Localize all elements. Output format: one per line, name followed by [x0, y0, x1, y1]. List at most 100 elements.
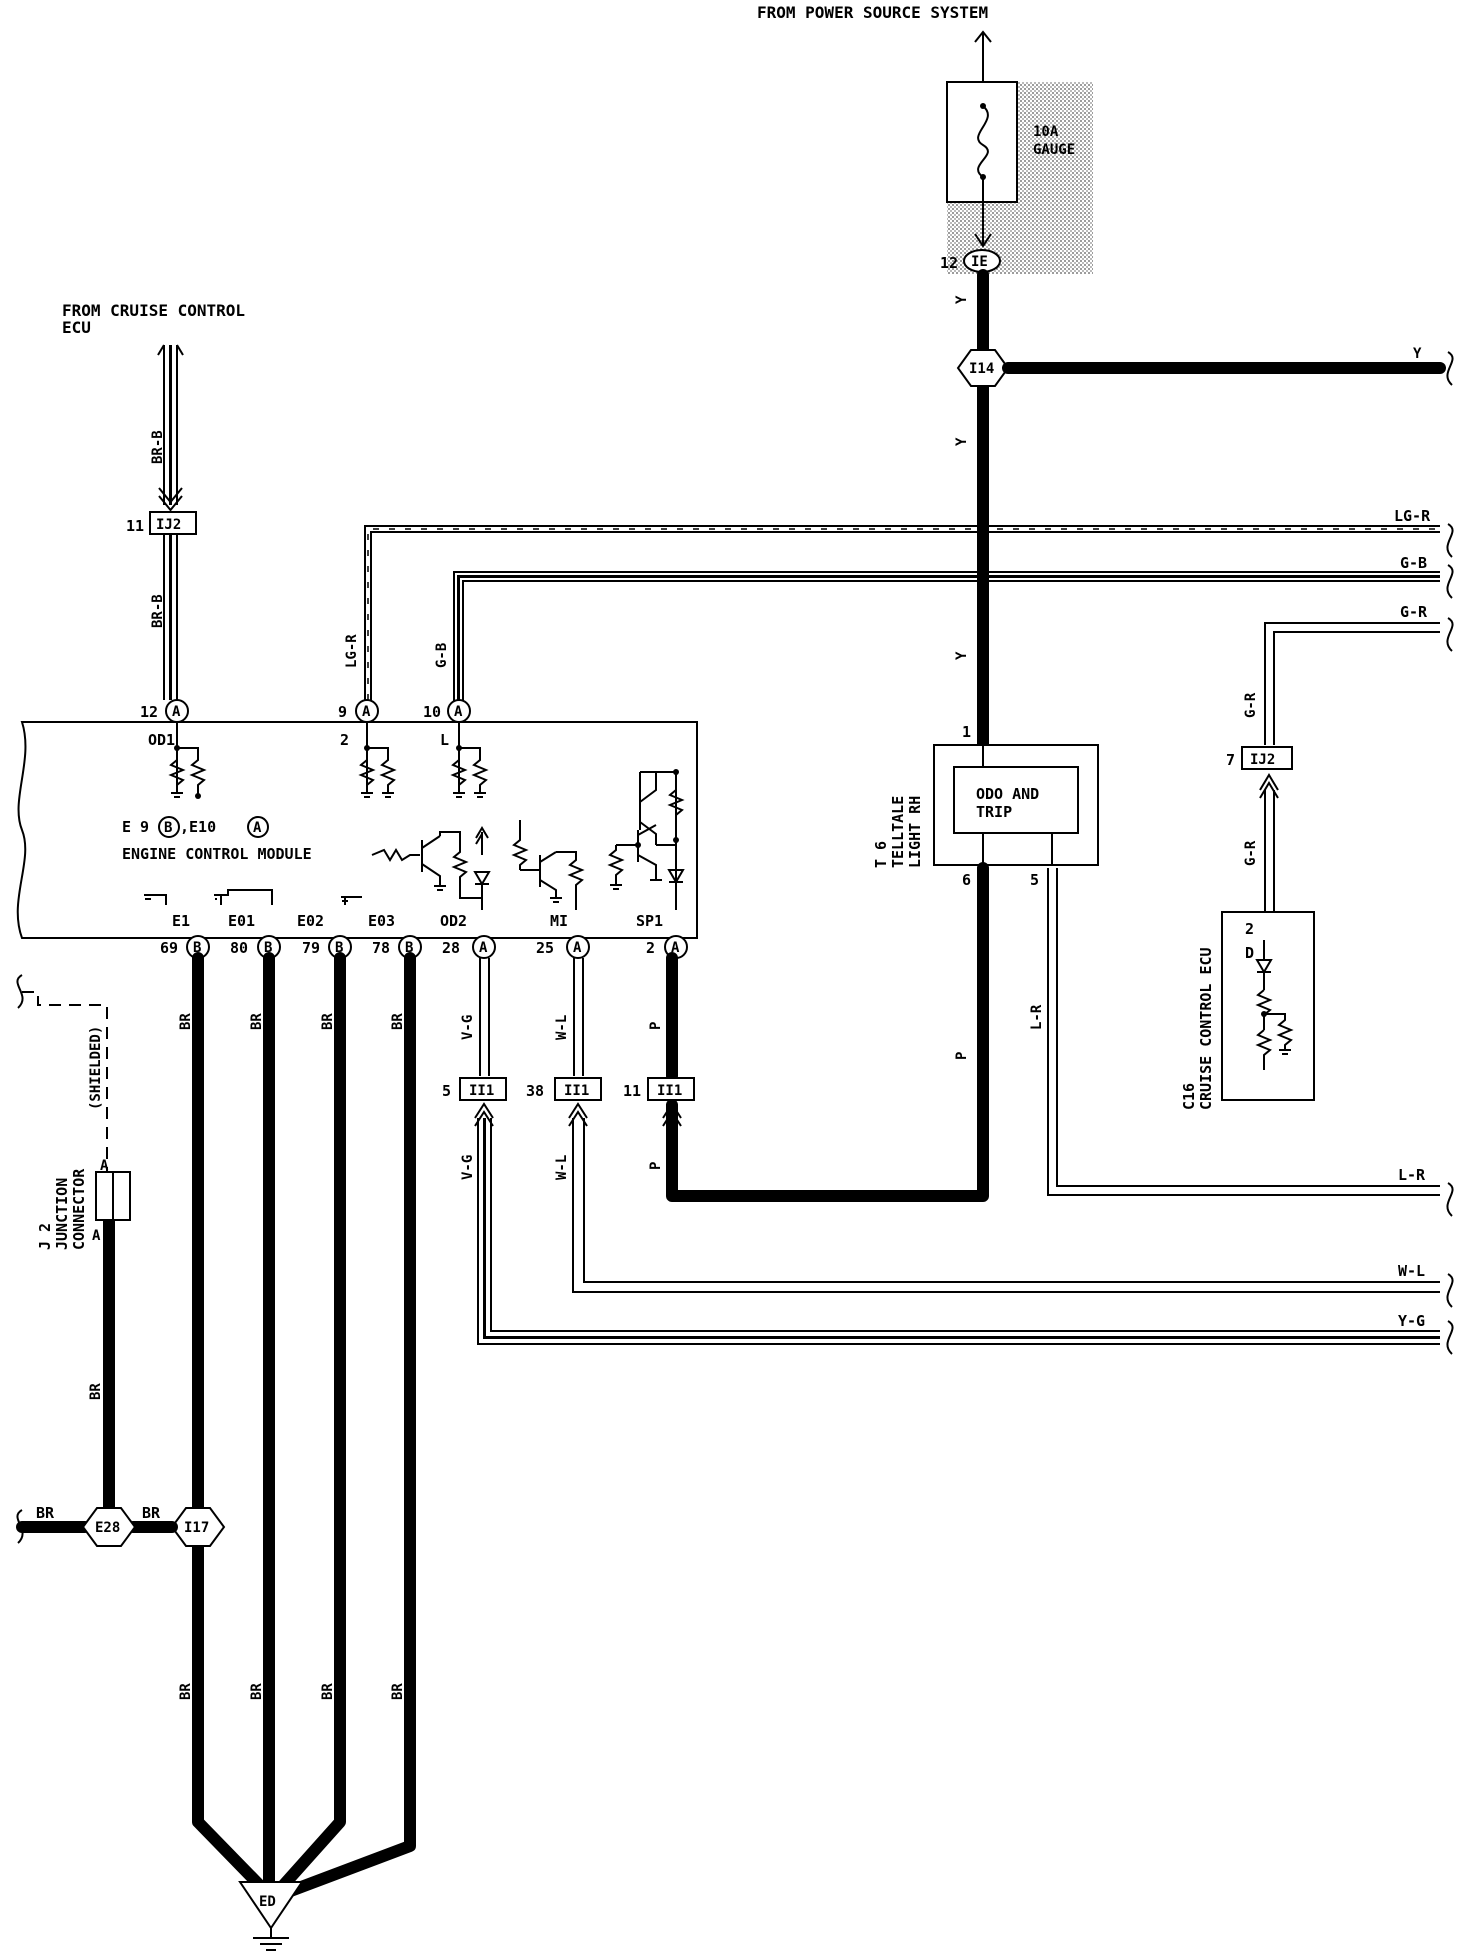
g-r-wire [1264, 622, 1440, 745]
svg-text:A: A [100, 1158, 109, 1174]
br-wire-e1 [192, 952, 278, 1904]
ie-pin-number: 12 [940, 254, 958, 272]
svg-text:Y: Y [1413, 346, 1422, 362]
j2-name-1: JUNCTION [53, 1178, 71, 1250]
svg-text:A: A [253, 820, 262, 836]
ground-ed-label: ED [259, 1894, 276, 1910]
svg-text:E01: E01 [228, 912, 255, 930]
svg-text:G-B: G-B [434, 643, 450, 668]
svg-text:W-L: W-L [1398, 1262, 1425, 1280]
svg-text:W-L: W-L [554, 1155, 570, 1180]
ecm-sp1-input-circuit [607, 769, 685, 910]
ecm-top-pin-9: 9 A [338, 699, 379, 723]
svg-text:II1: II1 [469, 1083, 494, 1099]
br-b-wire-lower [163, 534, 178, 700]
ij2-right-connector [1241, 746, 1293, 770]
g-b-wire [453, 571, 1440, 712]
ground-icon [253, 1928, 289, 1951]
v-g-wire-upper [479, 958, 490, 1076]
svg-text:A: A [362, 704, 371, 720]
ground-ed-symbol [238, 1881, 304, 1930]
svg-text:I17: I17 [184, 1520, 209, 1536]
svg-text:BR: BR [88, 1383, 104, 1400]
ecm-bottom-pin-78: 78 B [372, 935, 422, 959]
ecm-top-pin-12: 12 A [140, 699, 189, 723]
ecm-box [16, 721, 698, 939]
svg-text:38: 38 [526, 1082, 544, 1100]
svg-text:A: A [573, 940, 582, 956]
ecm-od2-output-circuit [371, 826, 491, 910]
svg-text:E03: E03 [368, 912, 395, 930]
svg-text:BR: BR [390, 1683, 406, 1700]
p-wire [666, 862, 989, 1202]
svg-text:11: 11 [623, 1082, 641, 1100]
svg-text:LG-R: LG-R [344, 634, 360, 668]
svg-text:E1: E1 [172, 912, 190, 930]
ecm-ref-1: E 9 [122, 818, 149, 836]
telltale-pin-1: 1 [962, 723, 971, 741]
svg-text:II1: II1 [657, 1083, 682, 1099]
svg-text:BR: BR [320, 1013, 336, 1030]
svg-text:79: 79 [302, 939, 320, 957]
svg-text:LG-R: LG-R [1394, 507, 1431, 525]
svg-text:IJ2: IJ2 [1250, 752, 1275, 768]
shield-dashed-line [22, 991, 108, 1172]
cruise-ecu-pin: 2 [1245, 920, 1254, 938]
svg-text:OD2: OD2 [440, 912, 467, 930]
ecm-top-pin-10: 10 A [423, 699, 471, 723]
svg-text:A: A [454, 704, 463, 720]
fuse-rating: 10A [1033, 124, 1059, 140]
svg-text:BR: BR [36, 1504, 55, 1522]
svg-text:G-R: G-R [1243, 692, 1259, 718]
i14-junction [956, 349, 1010, 387]
svg-text:B: B [193, 940, 201, 956]
ecm-bottom-pin-28: 28 A [442, 935, 496, 959]
svg-text:MI: MI [550, 912, 568, 930]
svg-text:BR-B: BR-B [150, 594, 166, 628]
telltale-pin-6: 6 [962, 871, 971, 889]
ecm-input-circuit-l [450, 722, 489, 798]
cruise-ecu-box [1221, 911, 1315, 1101]
ecm-input-circuit-od1 [168, 722, 207, 799]
svg-text:V-G: V-G [460, 1015, 476, 1040]
ecm-term-od1: OD1 [148, 731, 175, 749]
svg-text:L-R: L-R [1029, 1004, 1045, 1030]
svg-text:A: A [172, 704, 181, 720]
ii1-connector-11: 11 II1 [623, 1077, 695, 1101]
y-g-wire [477, 1118, 1440, 1345]
w-l-wire [572, 1118, 1440, 1293]
svg-text:69: 69 [160, 939, 178, 957]
svg-text:W-L: W-L [554, 1015, 570, 1040]
cruise-ecu-terminal: D [1245, 944, 1254, 962]
ecm-ground-symbols [144, 889, 362, 905]
ecm-term-2: 2 [340, 731, 349, 749]
svg-text:P: P [954, 1052, 970, 1060]
svg-text:G-B: G-B [1400, 554, 1427, 572]
svg-text:L-R: L-R [1398, 1166, 1426, 1184]
cruise-ecu-internal [1255, 940, 1294, 1070]
svg-text:BR: BR [178, 1683, 194, 1700]
ij2-right-pin: 7 [1226, 751, 1235, 769]
svg-text:10: 10 [423, 703, 441, 721]
svg-text:Y: Y [954, 295, 970, 304]
svg-text:BR: BR [390, 1013, 406, 1030]
fuse-icon [977, 105, 989, 178]
svg-text:BR: BR [142, 1504, 161, 1522]
svg-text:BR-B: BR-B [150, 430, 166, 464]
cruise-ecu-ref: C16 [1180, 1083, 1198, 1110]
svg-text:B: B [164, 820, 172, 836]
power-source-label: FROM POWER SOURCE SYSTEM [757, 3, 988, 22]
ecm-bottom-pin-2: 2 A [646, 935, 688, 959]
telltale-inner-box [953, 766, 1079, 834]
svg-text:25: 25 [536, 939, 554, 957]
svg-text:BR: BR [320, 1683, 336, 1700]
svg-text:A: A [671, 940, 680, 956]
svg-text:5: 5 [442, 1082, 451, 1100]
ecm-title: ENGINE CONTROL MODULE [122, 845, 312, 863]
svg-text:28: 28 [442, 939, 460, 957]
fuse-name: GAUGE [1033, 142, 1075, 158]
ecm-ref-2: ,E10 [180, 818, 216, 836]
ie-connector-id: IE [971, 254, 988, 270]
svg-text:12: 12 [140, 703, 158, 721]
